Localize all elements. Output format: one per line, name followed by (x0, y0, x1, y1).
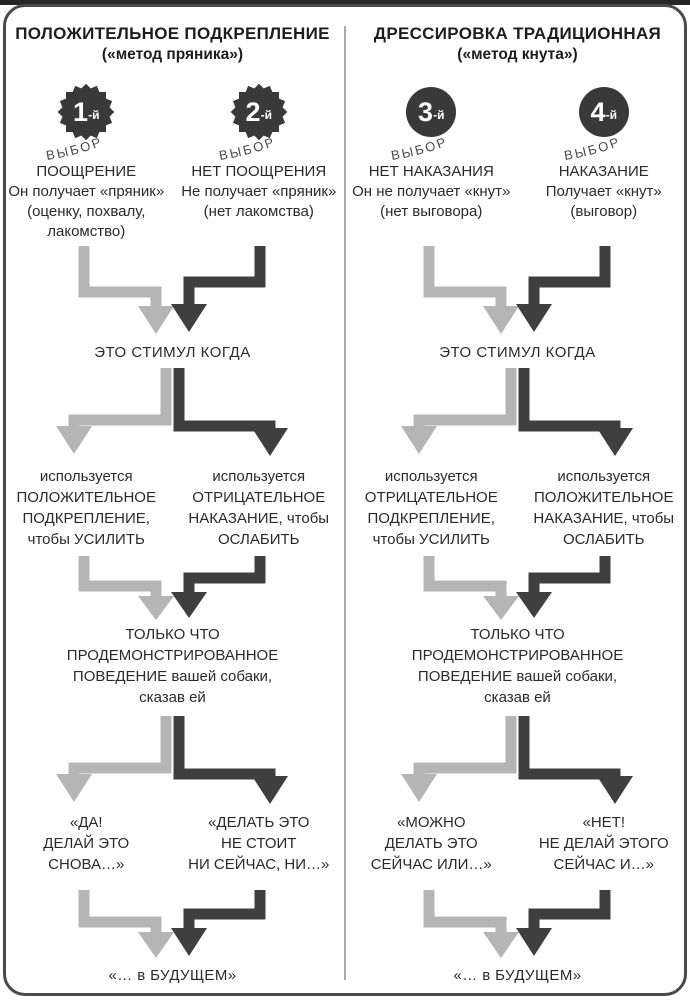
quotes-row: «ДА! ДЕЛАЙ ЭТО СНОВА…» «ДЕЛАТЬ ЭТО НЕ СТ… (0, 804, 345, 886)
diverge-arrows-icon (401, 368, 633, 456)
badges-row: 1 -й ВЫБОР 2 -й (0, 83, 346, 162)
quote-text: «ДЕЛАТЬ ЭТО НЕ СТОИТ НИ СЕЙЧАС, НИ…» (188, 814, 330, 873)
converge-arrows-icon (423, 246, 611, 334)
badge-suffix: -й (260, 108, 272, 122)
badge-label-arc: ВЫБОР (390, 134, 448, 162)
diverge-arrows-icon (56, 716, 288, 804)
behavior-text: ТОЛЬКО ЧТО ПРОДЕМОНСТРИРОВАННОЕ ПОВЕДЕНИ… (411, 626, 624, 706)
outcome-row: НЕТ НАКАЗАНИЯ Он не получает «кнут» (нет… (345, 162, 690, 246)
choice-badge-1: 1 -й ВЫБОР (0, 83, 173, 162)
column-header: ПОЛОЖИТЕЛЬНОЕ ПОДКРЕПЛЕНИЕ («метод пряни… (0, 10, 345, 84)
column-title: ДРЕССИРОВКА ТРАДИЦИОННАЯ (373, 24, 662, 43)
badges-row: 3 -й ВЫБОР 4 -й (345, 84, 690, 162)
column-title: ПОЛОЖИТЕЛЬНОЕ ПОДКРЕПЛЕНИЕ (15, 24, 330, 43)
outcome-text: НЕТ ПООЩРЕНИЯ Не получает «пряник» (нет … (181, 163, 337, 220)
choice-badge-3: 3 -й ВЫБОР (345, 84, 518, 162)
diverge-arrows-icon (401, 716, 633, 804)
diverge-arrows-icon (56, 368, 288, 456)
choice-badge-2: 2 -й ВЫБОР (173, 83, 346, 162)
stimulus-label: ЭТО СТИМУЛ КОГДА (94, 343, 251, 361)
future-label: «… в БУДУЩЕМ» (453, 966, 582, 984)
badge-label-arc: ВЫБОР (563, 134, 621, 162)
circle-badge-icon: 3 -й (403, 84, 459, 137)
column-subtitle: («метод кнута») (457, 46, 578, 63)
outcome-text: ПООЩРЕНИЕ Он получает «пряник» (оценку, … (8, 163, 165, 240)
behavior-text: ТОЛЬКО ЧТО ПРОДЕМОНСТРИРОВАННОЕ ПОВЕДЕНИ… (66, 626, 279, 706)
circle-badge-icon: 4 -й (576, 84, 632, 137)
method-text: используется ОТРИЦАТЕЛЬНОЕ НАКАЗАНИЕ, чт… (188, 468, 330, 548)
outcome-row: ПООЩРЕНИЕ Он получает «пряник» (оценку, … (0, 162, 345, 246)
future-label: «… в БУДУЩЕМ» (108, 966, 237, 984)
starburst-icon: 2 -й (230, 83, 288, 141)
column-positive-reinforcement: ПОЛОЖИТЕЛЬНОЕ ПОДКРЕПЛЕНИЕ («метод пряни… (0, 10, 345, 994)
badge-suffix: -й (433, 108, 445, 122)
column-divider (344, 26, 346, 980)
method-text: используется ПОЛОЖИТЕЛЬНОЕ НАКАЗАНИЕ, чт… (533, 468, 675, 548)
outcome-text: НЕТ НАКАЗАНИЯ Он не получает «кнут» (нет… (352, 163, 511, 220)
badge-number: 1 (73, 96, 89, 127)
quote-text: «МОЖНО ДЕЛАТЬ ЭТО СЕЙЧАС ИЛИ…» (370, 814, 492, 873)
converge-arrows-icon (78, 556, 266, 620)
top-edge (0, 0, 690, 5)
converge-arrows-icon (78, 890, 266, 958)
badge-number: 4 (590, 96, 606, 127)
outcome-text: НАКАЗАНИЕ Получает «кнут» (выговор) (545, 163, 662, 220)
converge-arrows-icon (423, 890, 611, 958)
choice-badge-4: 4 -й ВЫБОР (518, 84, 690, 162)
method-text: используется ПОЛОЖИТЕЛЬНОЕ ПОДКРЕПЛЕНИЕ,… (16, 468, 156, 548)
badge-label-arc: ВЫБОР (218, 134, 276, 162)
badge-suffix: -й (605, 108, 617, 122)
converge-arrows-icon (423, 556, 611, 620)
quotes-row: «МОЖНО ДЕЛАТЬ ЭТО СЕЙЧАС ИЛИ…» «НЕТ! НЕ … (345, 804, 690, 886)
quote-text: «ДА! ДЕЛАЙ ЭТО СНОВА…» (43, 814, 130, 873)
method-text: используется ОТРИЦАТЕЛЬНОЕ ПОДКРЕПЛЕНИЕ,… (364, 468, 498, 548)
badge-number: 2 (245, 96, 261, 127)
column-traditional-training: ДРЕССИРОВКА ТРАДИЦИОННАЯ («метод кнута»)… (345, 10, 690, 994)
column-subtitle: («метод пряника») (101, 46, 244, 63)
badge-label-arc: ВЫБОР (45, 134, 103, 162)
method-row: используется ОТРИЦАТЕЛЬНОЕ ПОДКРЕПЛЕНИЕ,… (345, 456, 690, 556)
starburst-icon: 1 -й (57, 83, 115, 141)
badge-number: 3 (418, 96, 434, 127)
stimulus-label: ЭТО СТИМУЛ КОГДА (439, 343, 596, 361)
column-header: ДРЕССИРОВКА ТРАДИЦИОННАЯ («метод кнута») (345, 10, 690, 84)
quote-text: «НЕТ! НЕ ДЕЛАЙ ЭТОГО СЕЙЧАС И…» (538, 814, 669, 873)
badge-suffix: -й (88, 108, 100, 122)
method-row: используется ПОЛОЖИТЕЛЬНОЕ ПОДКРЕПЛЕНИЕ,… (0, 456, 345, 556)
converge-arrows-icon (78, 246, 266, 334)
